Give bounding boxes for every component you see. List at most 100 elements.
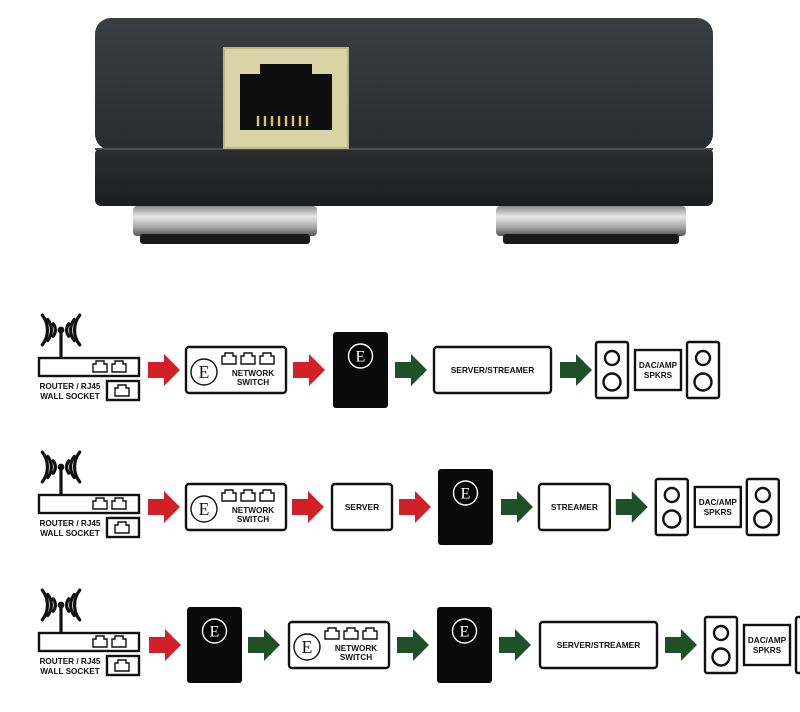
arrow-red xyxy=(148,354,180,386)
ethernet-device: E xyxy=(437,607,492,683)
ethernet-port-icon xyxy=(221,352,237,365)
brand-logo-letter: E xyxy=(199,362,210,382)
brand-logo-letter: E xyxy=(210,622,220,640)
dac-amp-label: DAC/AMP xyxy=(639,361,678,370)
component-box: SERVER/STREAMER xyxy=(432,345,553,395)
component-box: STREAMER xyxy=(537,482,612,532)
ethernet-port-icon xyxy=(114,659,130,672)
brand-logo-letter: E xyxy=(302,637,313,657)
arrow-red xyxy=(293,354,325,386)
arrow-red xyxy=(148,491,180,523)
arrow-green xyxy=(499,629,531,661)
speaker-icon xyxy=(654,477,689,537)
brand-logo-letter: E xyxy=(199,499,210,519)
switch-label: NETWORK xyxy=(232,369,274,378)
brand-logo-letter: E xyxy=(460,622,470,640)
component-label: SERVER/STREAMER xyxy=(557,640,641,650)
brand-logo-icon: E xyxy=(293,633,321,661)
brand-logo-letter: E xyxy=(356,347,366,365)
ethernet-port-icon xyxy=(92,360,108,373)
ethernet-port-icon xyxy=(114,384,130,397)
device-foot-left xyxy=(133,206,317,244)
speaker-icon xyxy=(685,340,721,400)
ethernet-device: E xyxy=(438,469,493,545)
ethernet-port-icon xyxy=(114,521,130,534)
router-label: WALL SOCKET xyxy=(40,392,99,401)
ethernet-port-icon xyxy=(111,360,127,373)
speaker-icon xyxy=(794,615,800,675)
brand-logo-icon: E xyxy=(190,358,218,386)
brand-logo-icon: E xyxy=(451,618,478,644)
brand-logo-icon: E xyxy=(452,480,479,506)
device-photo xyxy=(95,18,713,244)
component-label: SERVER xyxy=(345,502,379,512)
arrow-green xyxy=(397,629,429,661)
ethernet-port-icon xyxy=(111,497,127,510)
router-label: WALL SOCKET xyxy=(40,529,99,538)
dac-amp-label: DAC/AMP xyxy=(699,498,738,507)
arrow-green xyxy=(665,629,697,661)
device-foot-right xyxy=(496,206,686,244)
wifi-icon xyxy=(40,450,82,495)
dac-amp-label: SPKRS xyxy=(644,371,673,380)
arrow-green xyxy=(248,629,280,661)
arrow-green xyxy=(560,354,592,386)
ethernet-port-icon xyxy=(111,635,127,648)
ethernet-port-icon xyxy=(92,635,108,648)
ethernet-port-icon xyxy=(221,489,237,502)
arrow-red xyxy=(292,491,324,523)
component-box: SERVER/STREAMER xyxy=(538,620,659,670)
ethernet-port-icon xyxy=(324,627,340,640)
dac-amp-label: SPKRS xyxy=(704,508,733,517)
ethernet-port-icon xyxy=(259,489,275,502)
arrow-green xyxy=(501,491,533,523)
switch-label: SWITCH xyxy=(237,378,269,387)
brand-logo-icon: E xyxy=(201,618,228,644)
router-label: ROUTER / RJ45 xyxy=(40,519,101,528)
ethernet-port-icon xyxy=(343,627,359,640)
component-box: SERVER xyxy=(330,482,394,532)
switch-label: SWITCH xyxy=(340,653,372,662)
ethernet-port-icon xyxy=(362,627,378,640)
rj45-port-icon xyxy=(223,47,349,149)
device-body-bottom xyxy=(95,148,713,206)
wifi-icon xyxy=(40,588,82,633)
arrow-green xyxy=(615,491,648,523)
brand-logo-icon: E xyxy=(190,495,218,523)
speaker-icon xyxy=(703,615,739,675)
dac-amp-label: DAC/AMP xyxy=(748,636,787,645)
ethernet-device: E xyxy=(187,607,242,683)
dac-amp-label: SPKRS xyxy=(753,646,782,655)
component-label: SERVER/STREAMER xyxy=(451,365,535,375)
switch-label: NETWORK xyxy=(232,506,274,515)
brand-logo-letter: E xyxy=(461,484,471,502)
device-body-top xyxy=(95,18,713,150)
component-label: STREAMER xyxy=(551,502,598,512)
router-label: WALL SOCKET xyxy=(40,667,99,676)
router-label: ROUTER / RJ45 xyxy=(40,657,101,666)
ethernet-device: E xyxy=(333,332,388,408)
speaker-icon xyxy=(745,477,780,537)
speaker-icon xyxy=(594,340,630,400)
brand-logo-icon: E xyxy=(347,343,374,369)
wifi-icon xyxy=(40,313,82,358)
ethernet-port-icon xyxy=(92,497,108,510)
arrow-red xyxy=(399,491,431,523)
switch-label: SWITCH xyxy=(237,515,269,524)
arrow-green xyxy=(395,354,427,386)
router-label: ROUTER / RJ45 xyxy=(40,382,101,391)
ethernet-port-icon xyxy=(240,352,256,365)
arrow-red xyxy=(149,629,181,661)
ethernet-port-icon xyxy=(259,352,275,365)
